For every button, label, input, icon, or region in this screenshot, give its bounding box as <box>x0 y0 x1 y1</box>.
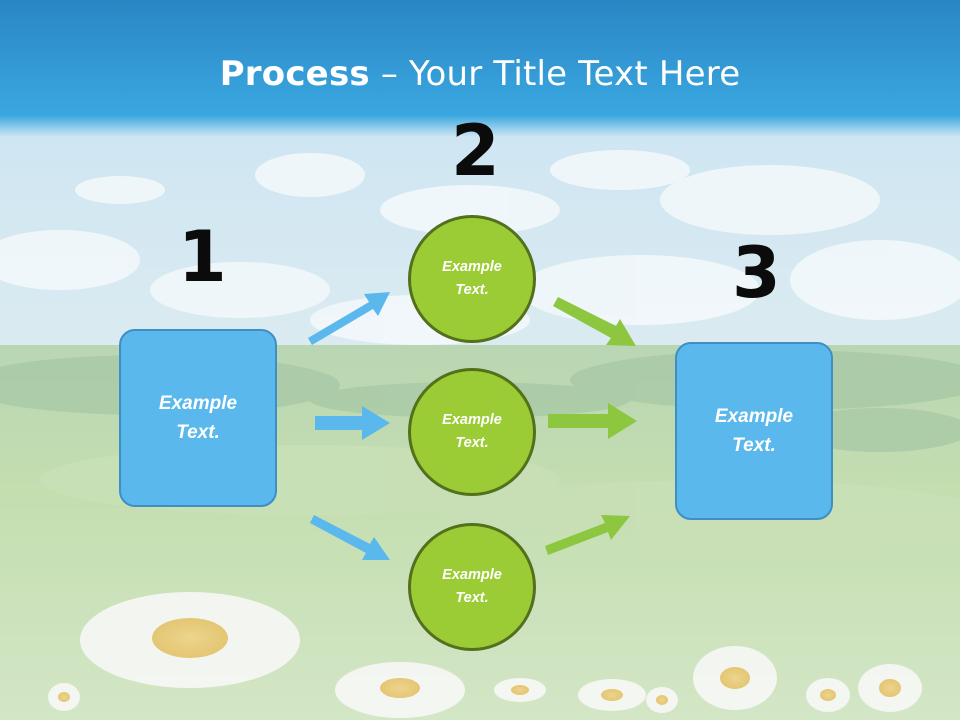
step-number-1: 1 <box>178 216 227 298</box>
arrow-from-middle-circle <box>548 403 637 439</box>
arrow-to-bottom-circle <box>310 515 390 560</box>
left-box-text: Example Text. <box>158 393 238 443</box>
middle-process-circle: Example Text. <box>408 368 536 496</box>
title-rest-part: – Your Title Text Here <box>369 54 741 94</box>
arrow-to-top-circle <box>308 292 390 345</box>
middle-circle-text: Example Text. <box>442 412 502 451</box>
step-number-2: 2 <box>451 110 500 192</box>
slide-title: Process – Your Title Text Here <box>0 54 960 94</box>
arrow-from-bottom-circle <box>545 515 630 555</box>
right-process-box: Example Text. <box>675 342 833 520</box>
left-process-box: Example Text. <box>119 329 277 507</box>
bottom-process-circle: Example Text. <box>408 523 536 651</box>
bottom-circle-text: Example Text. <box>442 567 502 606</box>
step-number-3: 3 <box>732 232 781 314</box>
top-circle-text: Example Text. <box>442 259 502 298</box>
arrow-to-middle-circle <box>315 406 390 440</box>
arrow-from-top-circle <box>553 297 636 346</box>
top-process-circle: Example Text. <box>408 215 536 343</box>
right-box-text: Example Text. <box>714 406 794 456</box>
title-bold-part: Process <box>219 54 370 94</box>
